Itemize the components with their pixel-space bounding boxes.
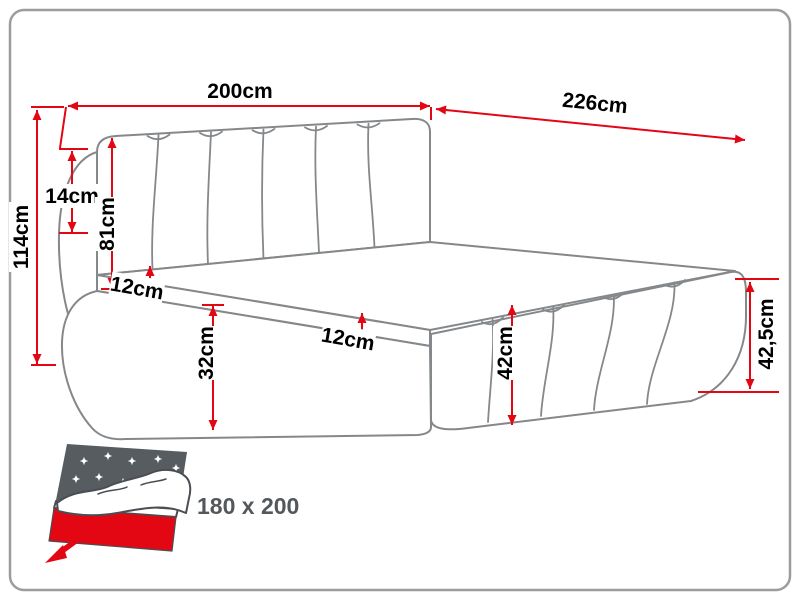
storage-box (48, 507, 177, 552)
label-backplate (45, 184, 99, 208)
lift-arrow-icon (45, 545, 67, 563)
label-backplate (194, 326, 218, 380)
base-front-panel (60, 290, 432, 441)
dimension-label-headboard-side: 14cm (45, 185, 99, 208)
headboard-channels (146, 122, 381, 271)
mattress-size-label: 180 x 200 (197, 493, 299, 519)
label-backplate (9, 202, 33, 272)
dimension-label-width: 200cm (207, 80, 272, 103)
dimension-label-headboard-front: 81cm (96, 197, 119, 251)
bed-drawing (57, 117, 747, 441)
duvet-fold-line (140, 478, 167, 486)
dimension-label-base-front: 32cm (195, 326, 218, 380)
label-backplate (108, 271, 166, 305)
storage-bed-icon: 180 x 200 (45, 444, 299, 563)
lift-arrow-shaft (59, 537, 80, 554)
label-backplate (493, 326, 517, 380)
label-backplate (319, 322, 377, 356)
dimension-label-height-total: 114cm (10, 205, 33, 269)
dimension-labels: 200cm 226cm 114cm 14cm 81cm 12cm 32cm 12… (9, 80, 778, 380)
label-backplate (754, 296, 778, 372)
headboard (96, 117, 431, 276)
label-backplate (95, 197, 119, 251)
duvet-fold-line (97, 486, 128, 495)
dimension-label-footboard: 42cm (494, 326, 517, 380)
dimension-label-side-right: 42,5cm (755, 298, 778, 369)
